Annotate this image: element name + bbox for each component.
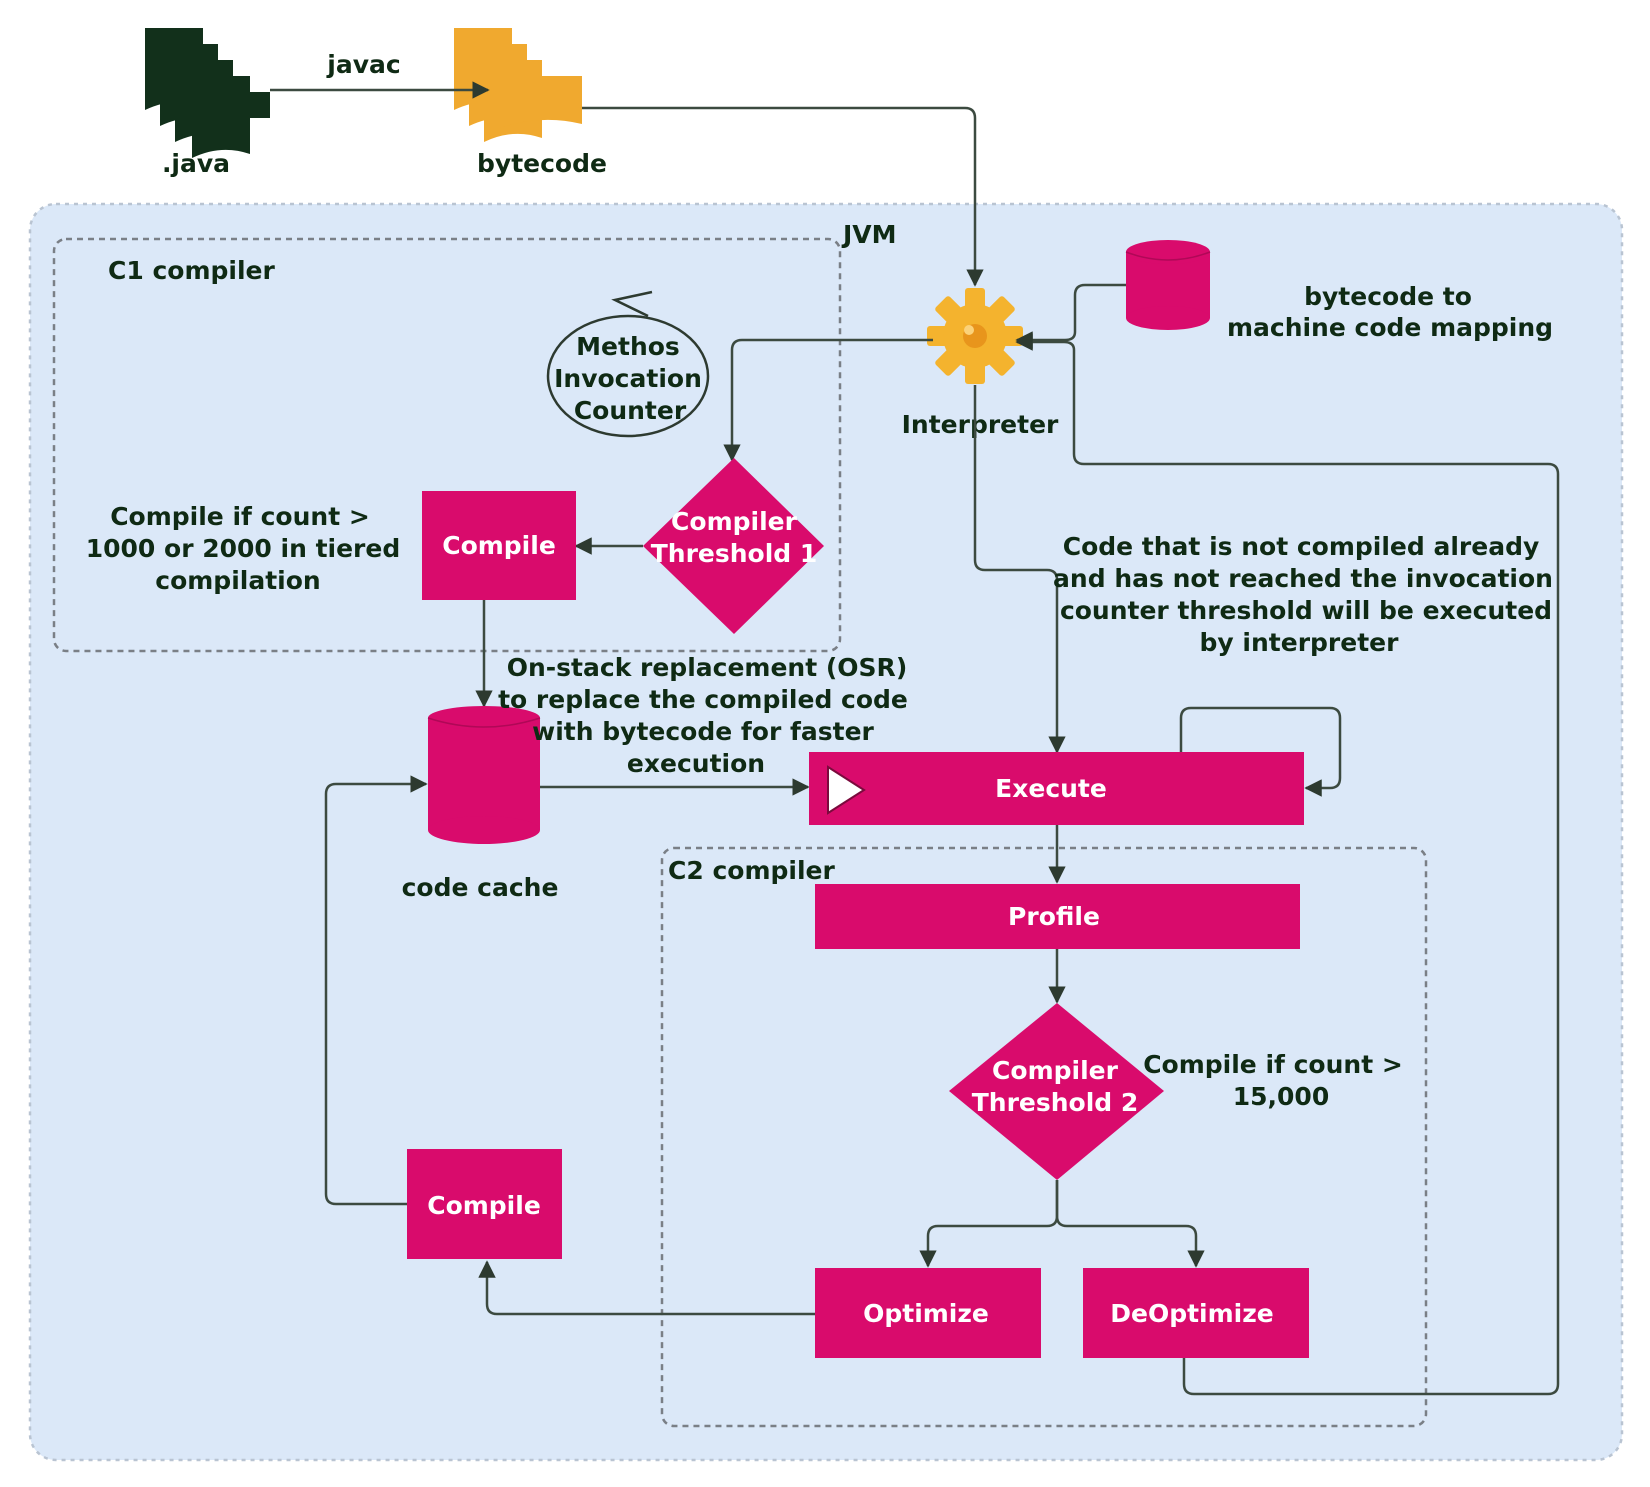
java-file-icon (145, 28, 270, 158)
c2-compile-label: Compile (427, 1191, 541, 1220)
jvm-title: JVM (841, 220, 897, 249)
interpreter-label: Interpreter (902, 410, 1059, 439)
mapping-store-icon (1125, 240, 1211, 330)
deoptimize-label: DeOptimize (1110, 1299, 1274, 1328)
interpreter-note-line2: and has not reached the invocation (1053, 564, 1553, 593)
execute-self-loop-arrow (1179, 706, 1342, 797)
osr-note-line3: with bytecode for faster (532, 717, 874, 746)
compile-to-cache-loop-arrow (324, 775, 428, 1206)
c1-compile-box (422, 491, 576, 600)
deoptimize-to-interpreter-arrow (1015, 333, 1560, 1396)
mapping-to-interpreter-arrow (1015, 283, 1126, 349)
osr-note-line1: On-stack replacement (OSR) (507, 653, 908, 682)
osr-note-line4: execution (627, 749, 765, 778)
counter-line3: Counter (574, 396, 687, 425)
play-icon (827, 765, 866, 815)
c1-compile-label: Compile (442, 531, 556, 560)
c2-compiler-region (660, 846, 1428, 1428)
interpreter-note-line4: by interpreter (1200, 628, 1400, 657)
counter-line2: Invocation (554, 364, 702, 393)
profile-label: Profile (1008, 902, 1100, 931)
c2-note-line1: Compile if count > (1143, 1050, 1403, 1079)
code-cache-label: code cache (402, 873, 559, 902)
c2-compile-box (407, 1149, 562, 1259)
threshold2-line1: Compiler (992, 1056, 1119, 1085)
threshold2-diamond (949, 1003, 1164, 1180)
c1-compiler-title: C1 compiler (108, 256, 275, 285)
osr-note-line2: to replace the compiled code (498, 685, 908, 714)
profile-bar (815, 884, 1300, 949)
interpreter-to-threshold1-arrow (723, 338, 933, 462)
c1-note-line2: 1000 or 2000 in tiered (86, 534, 401, 563)
c1-note-line3: compilation (155, 566, 320, 595)
bytecode-to-interpreter-arrow (582, 106, 984, 287)
threshold2-to-deoptimize-arrow (1055, 1180, 1205, 1268)
javac-label: javac (326, 50, 400, 79)
java-label: .java (162, 149, 230, 178)
interpreter-note-line3: counter threshold will be executed (1060, 596, 1552, 625)
interpreter-to-execute-arrow (973, 385, 1066, 754)
mapping-label-line1: bytecode to (1304, 282, 1472, 311)
threshold1-line1: Compiler (671, 507, 798, 536)
mapping-label-line2: machine code mapping (1227, 313, 1553, 342)
optimize-to-compile-arrow (478, 1260, 815, 1316)
c2-note-line2: 15,000 (1233, 1082, 1329, 1111)
optimize-box (815, 1268, 1041, 1358)
code-cache-icon (427, 706, 541, 844)
execute-bar (809, 752, 1304, 825)
optimize-label: Optimize (863, 1299, 989, 1328)
gear-icon (927, 288, 1023, 384)
interpreter-note-line1: Code that is not compiled already (1063, 532, 1540, 561)
bytecode-file-icon (454, 28, 582, 142)
deoptimize-box (1083, 1268, 1309, 1358)
c1-note-line1: Compile if count > (110, 502, 370, 531)
threshold2-line2: Threshold 2 (972, 1088, 1139, 1117)
threshold1-diamond (643, 458, 824, 634)
execute-label: Execute (995, 774, 1107, 803)
counter-line1: Methos (576, 332, 680, 361)
invocation-counter-icon (546, 290, 710, 438)
c2-compiler-title: C2 compiler (668, 856, 835, 885)
threshold1-line2: Threshold 1 (651, 539, 818, 568)
bytecode-label: bytecode (477, 149, 607, 178)
